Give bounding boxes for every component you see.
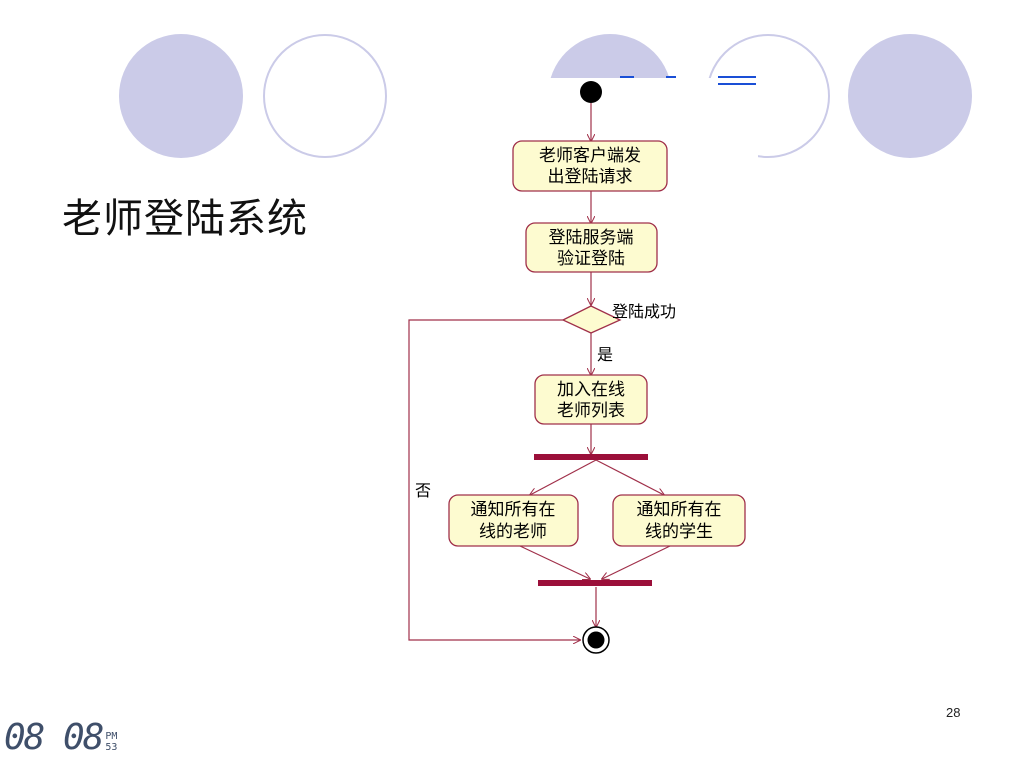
activity-request-line1: 老师客户端发	[539, 146, 641, 166]
page-number: 28	[946, 705, 961, 720]
decor-circle-2	[263, 34, 387, 158]
final-node-inner	[587, 631, 605, 649]
clock-side: PM 53	[105, 731, 117, 753]
activity-add-online-line2: 老师列表	[557, 401, 625, 421]
clock-widget: 08 08 PM 53	[4, 718, 117, 758]
yes-label: 是	[597, 345, 613, 364]
decision-node	[561, 305, 622, 334]
activity-request	[512, 140, 668, 192]
fork-bar	[534, 454, 648, 460]
join-bar	[538, 580, 652, 586]
decor-circle-1	[119, 34, 243, 158]
clock-time: 08 08	[4, 717, 104, 758]
decor-circle-5	[848, 34, 972, 158]
activity-notify-students-line2: 线的学生	[645, 522, 713, 542]
title-fragment	[620, 76, 756, 85]
no-label: 否	[415, 481, 431, 500]
edge-decision-no-end	[408, 319, 580, 640]
activity-add-online	[534, 374, 648, 425]
slide-title: 老师登陆系统	[62, 196, 308, 242]
edge-fork-teachers	[530, 459, 597, 495]
activity-notify-teachers-line2: 线的老师	[479, 522, 547, 542]
activity-request-line2: 出登陆请求	[548, 167, 633, 187]
edge-students-join	[602, 545, 671, 579]
activity-verify-line1: 登陆服务端	[549, 228, 634, 248]
activity-verify-line2: 验证登陆	[557, 249, 625, 269]
activity-notify-students-line1: 通知所有在	[637, 500, 722, 520]
activity-notify-students	[612, 494, 746, 547]
initial-node	[580, 81, 602, 103]
activity-add-online-line1: 加入在线	[557, 380, 625, 400]
edge-fork-students	[595, 459, 664, 495]
clock-seconds: 53	[105, 742, 118, 753]
activity-notify-teachers	[448, 494, 579, 547]
edge-teachers-join	[519, 545, 590, 579]
clock-period: PM	[105, 731, 118, 742]
decision-label: 登陆成功	[612, 302, 676, 321]
activity-verify	[525, 222, 658, 273]
activity-notify-teachers-line1: 通知所有在	[471, 500, 556, 520]
